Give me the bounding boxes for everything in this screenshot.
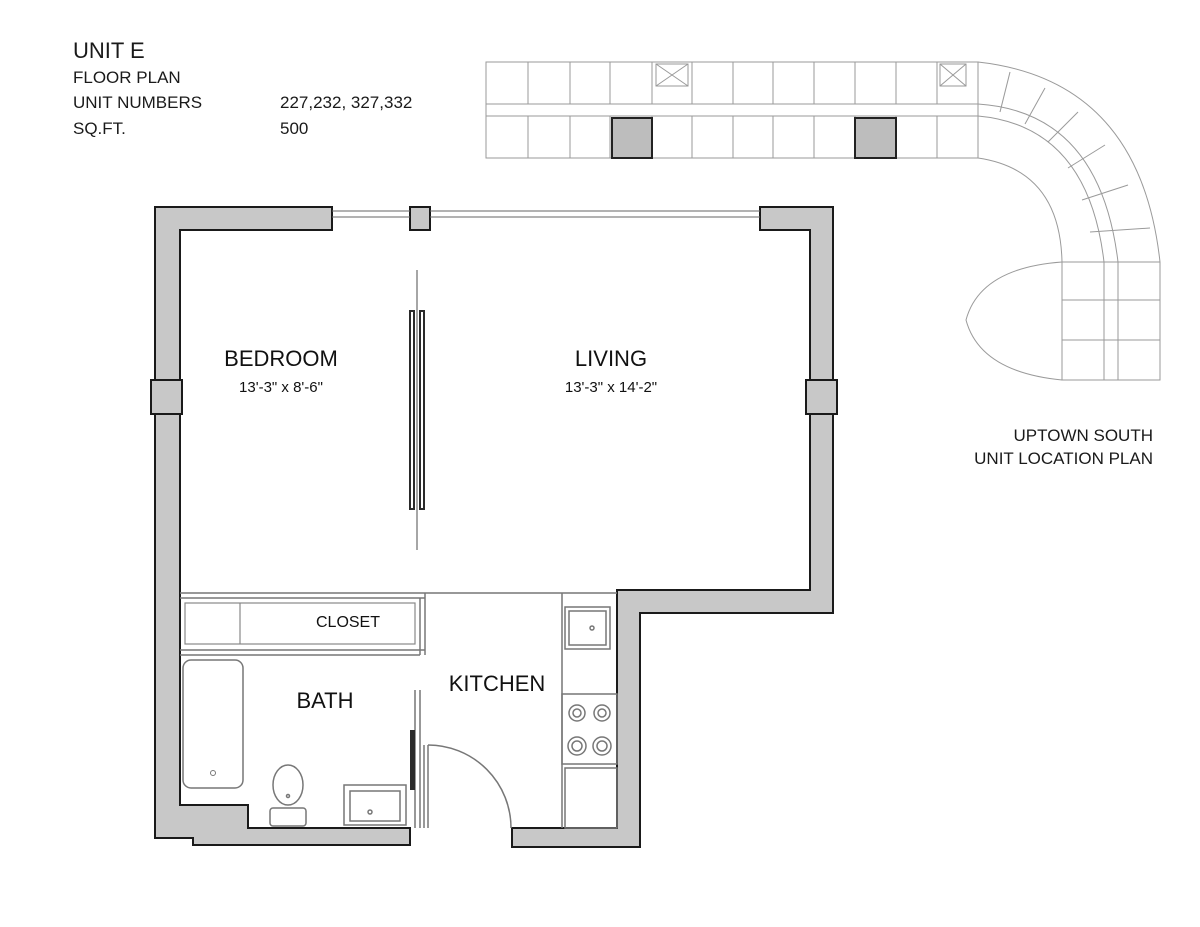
unit-numbers-label: UNIT NUMBERS <box>73 93 203 112</box>
exterior-walls <box>154 206 834 848</box>
sliding-partition <box>409 270 425 550</box>
window-mullion-column <box>409 206 431 231</box>
room-dims-bedroom: 13'-3" x 8'-6" <box>239 379 323 396</box>
key-plan-curved-wing <box>977 61 1161 381</box>
room-label-bedroom: BEDROOM <box>224 346 338 371</box>
kitchen-counter <box>561 593 618 829</box>
room-label-bath: BATH <box>296 688 353 713</box>
sqft-label: SQ.FT. <box>73 119 126 138</box>
unit-numbers-value: 227,232, 327,332 <box>280 93 413 112</box>
toilet <box>269 764 307 827</box>
bath-sink <box>343 784 407 826</box>
key-plan-courtyard <box>965 261 1063 381</box>
wall-pilaster-right <box>805 379 838 415</box>
location-plan-line2: UNIT LOCATION PLAN <box>974 449 1153 468</box>
room-label-closet: CLOSET <box>316 614 380 631</box>
floor-plan-label: FLOOR PLAN <box>73 68 181 87</box>
bathtub <box>182 659 244 789</box>
windows-top <box>332 210 760 218</box>
closet-shelf <box>184 602 416 645</box>
room-label-living: LIVING <box>575 346 647 371</box>
key-plan-stairs <box>655 63 967 87</box>
bathtub-drain <box>210 770 216 776</box>
wall-pilaster-left <box>150 379 183 415</box>
location-plan-title: UPTOWN SOUTH UNIT LOCATION PLAN <box>974 424 1153 470</box>
room-dims-living: 13'-3" x 14'-2" <box>565 379 657 396</box>
sqft-value: 500 <box>280 119 309 138</box>
bath-door <box>410 730 415 790</box>
unit-title: UNIT E <box>73 38 145 63</box>
key-plan-curved-corridor-2 <box>977 115 1105 380</box>
entry-door <box>423 744 512 829</box>
location-plan-line1: UPTOWN SOUTH <box>1013 426 1153 445</box>
key-plan-highlight-unit-1 <box>611 117 653 159</box>
interior-partitions <box>180 592 617 828</box>
key-plan-straight-wing <box>485 61 979 159</box>
key-plan-curved-corridor <box>977 103 1119 380</box>
key-plan-highlight-unit-2 <box>854 117 897 159</box>
room-label-kitchen: KITCHEN <box>449 671 546 696</box>
